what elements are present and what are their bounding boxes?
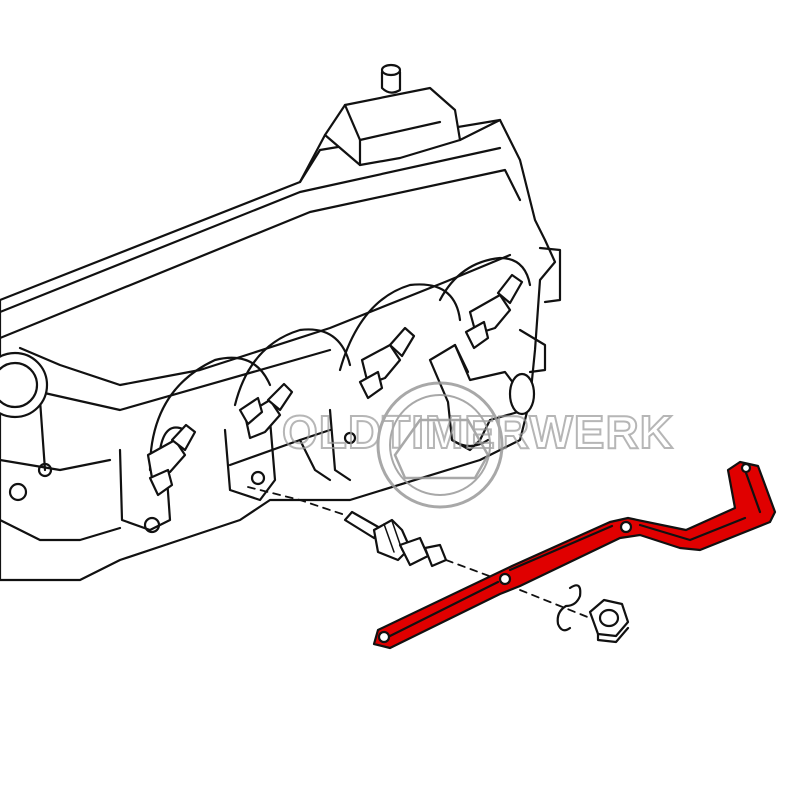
spring-clip bbox=[556, 584, 582, 632]
throttle-linkage-rod bbox=[372, 460, 777, 650]
watermark-text: OLDTIMERWERK bbox=[282, 406, 674, 458]
water-outlet-elbow bbox=[428, 343, 536, 452]
spark-plug-leads bbox=[146, 273, 524, 497]
oil-filler-cap bbox=[380, 63, 402, 94]
assembly-lines bbox=[247, 486, 596, 621]
hex-nut bbox=[588, 598, 630, 644]
watermark: OLDTIMERWERK bbox=[281, 381, 674, 509]
spark-plug bbox=[343, 510, 448, 568]
cylinder-head bbox=[0, 118, 562, 582]
valve-cover bbox=[298, 86, 502, 184]
